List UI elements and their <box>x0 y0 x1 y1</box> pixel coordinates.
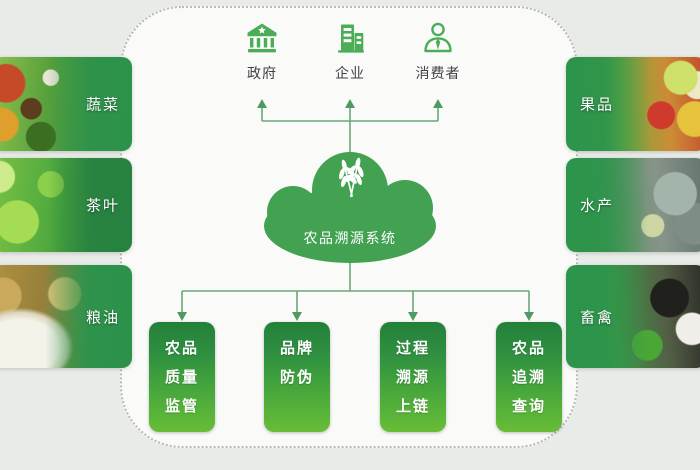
category-label: 果品 <box>580 96 615 114</box>
stakeholder-label: 消费者 <box>415 65 461 81</box>
stakeholder-label: 企业 <box>335 65 365 81</box>
module-line: 品牌 <box>279 340 314 357</box>
module-line: 查询 <box>511 398 546 415</box>
stakeholder-consumer: 消费者 <box>398 20 478 83</box>
consumer-icon <box>420 20 456 56</box>
category-label: 粮油 <box>85 309 120 326</box>
module-line: 溯源 <box>395 369 430 386</box>
category-card-grain-oil: 粮油 <box>0 265 132 368</box>
category-label: 畜禽 <box>580 309 615 326</box>
government-icon <box>244 20 280 56</box>
module-line: 过程 <box>395 340 430 357</box>
category-label: 水产 <box>580 197 615 215</box>
module-line: 质量 <box>164 369 199 386</box>
category-card-fruit: 果品 <box>566 57 700 151</box>
module-line: 农品 <box>164 340 199 357</box>
module-brand-anticounterfeit: 品牌 防伪 <box>264 322 330 432</box>
stakeholder-label: 政府 <box>247 65 277 81</box>
category-label: 蔬菜 <box>85 96 120 114</box>
stakeholder-government: 政府 <box>222 20 302 83</box>
module-line: 防伪 <box>279 369 314 386</box>
module-line: 农品 <box>511 340 546 357</box>
enterprise-icon <box>332 20 368 56</box>
category-card-vegetables: 蔬菜 <box>0 57 132 151</box>
cloud-shape <box>264 152 436 263</box>
module-process-chain: 过程 溯源 上链 <box>380 322 446 432</box>
system-cloud: 农品溯源系统 <box>263 150 437 264</box>
category-label: 茶叶 <box>85 197 120 215</box>
category-card-aquatic: 水产 <box>566 158 700 252</box>
system-title: 农品溯源系统 <box>303 230 397 246</box>
wheat-icon <box>321 156 379 217</box>
category-card-livestock: 畜禽 <box>566 265 700 368</box>
module-line: 上链 <box>395 398 430 415</box>
stakeholders-row: 政府 企业 <box>222 20 478 83</box>
stakeholder-enterprise: 企业 <box>310 20 390 83</box>
category-card-tea: 茶叶 <box>0 158 132 252</box>
module-quality-supervision: 农品 质量 监管 <box>149 322 215 432</box>
module-trace-query: 农品 追溯 查询 <box>496 322 562 432</box>
module-line: 追溯 <box>511 369 546 386</box>
module-line: 监管 <box>164 398 199 415</box>
